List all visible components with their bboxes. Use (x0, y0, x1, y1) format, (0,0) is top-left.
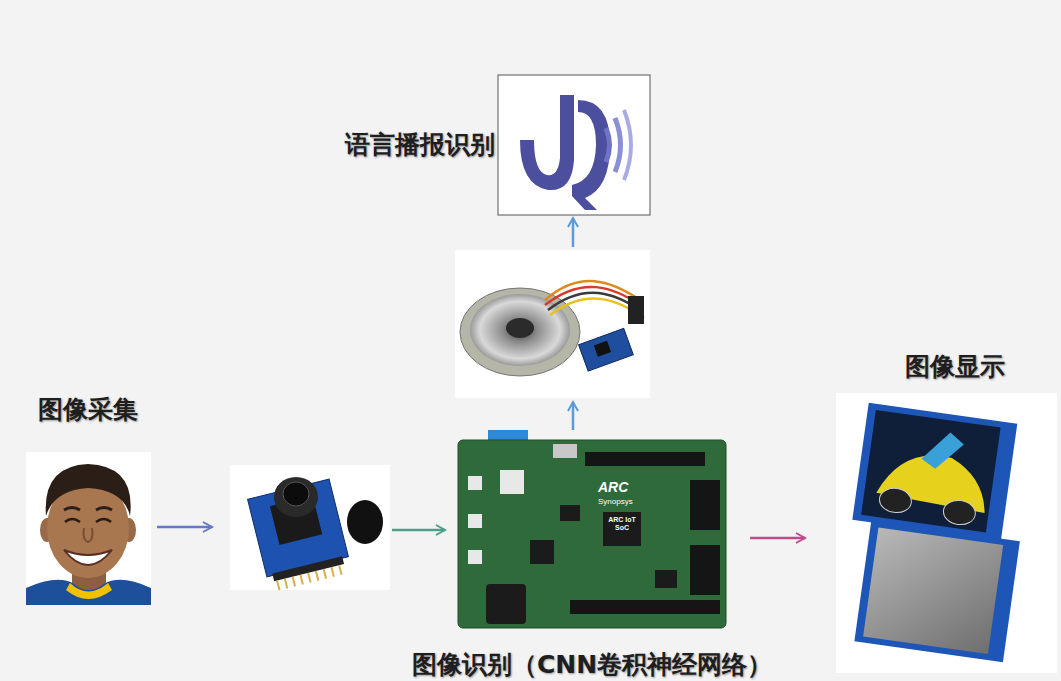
lcd-screen (863, 527, 1003, 653)
amp-board (579, 328, 634, 371)
sound-wave (624, 110, 631, 180)
camera-panel (230, 465, 390, 590)
camera-module (230, 465, 390, 592)
soc-chip (603, 512, 641, 546)
pin-header (272, 556, 344, 581)
speaker-panel (455, 250, 650, 398)
header (690, 480, 720, 530)
eyebrow (96, 508, 112, 511)
flow-arrow (572, 218, 575, 247)
lcd-board (854, 520, 1020, 662)
flow-arrow (392, 529, 445, 532)
flow-arrow (157, 526, 212, 529)
stage-heading: 图像采集 (38, 395, 138, 425)
chip (594, 341, 611, 357)
image-box (455, 250, 650, 398)
pcb (458, 440, 726, 628)
lcd-board (852, 403, 1017, 541)
chip (655, 570, 677, 588)
button (468, 550, 482, 564)
logo-q (572, 100, 610, 210)
smile (64, 550, 112, 565)
stage-heading: 图像识别（CNN卷积神经网络） (412, 650, 772, 680)
connector (628, 296, 644, 324)
sound-wave (606, 128, 610, 162)
lcd-displays (836, 393, 1057, 673)
image-box (230, 465, 390, 590)
chip (560, 505, 580, 521)
image-box: 图像识别（CNN卷积神经网络） (458, 432, 726, 628)
jersey-trim (66, 583, 112, 599)
sound-wave (615, 118, 621, 172)
jersey (26, 580, 151, 605)
lens (274, 477, 318, 517)
header (690, 545, 720, 595)
eye (96, 519, 111, 522)
header (570, 600, 720, 614)
image-box: 语言播报识别 (498, 75, 650, 215)
face-photo (26, 452, 151, 605)
hair (46, 464, 131, 516)
usb-port (553, 444, 577, 458)
logo-j (520, 95, 574, 190)
photo-panel (26, 452, 151, 605)
eye (65, 519, 80, 522)
board-print: Synopsys (598, 498, 633, 507)
logo-panel (498, 75, 650, 215)
voice-logo (498, 75, 650, 215)
speaker-module (455, 250, 650, 398)
header (585, 452, 705, 466)
board-print: ARC IoT SoC (605, 516, 639, 531)
image-box: 图像显示 (836, 393, 1057, 673)
image-box: 图像采集 (26, 452, 151, 605)
flow-arrow (750, 537, 805, 540)
speaker-cap (506, 318, 534, 338)
power-jack (486, 584, 526, 624)
eyebrow (64, 508, 80, 511)
flow-arrow (572, 402, 575, 430)
lcd-screen (861, 410, 1001, 533)
nose (84, 528, 93, 542)
chip (530, 540, 554, 564)
qr-sticker (500, 470, 524, 494)
button (468, 476, 482, 490)
lcd-panel (836, 393, 1057, 673)
lens-glass (283, 482, 309, 506)
lens-cap (347, 500, 383, 544)
button (468, 514, 482, 528)
board-print: ARC (598, 480, 628, 495)
stage-heading: 语言播报识别 (345, 130, 495, 160)
arc-board (458, 430, 726, 628)
stage-heading: 图像显示 (905, 352, 1005, 382)
